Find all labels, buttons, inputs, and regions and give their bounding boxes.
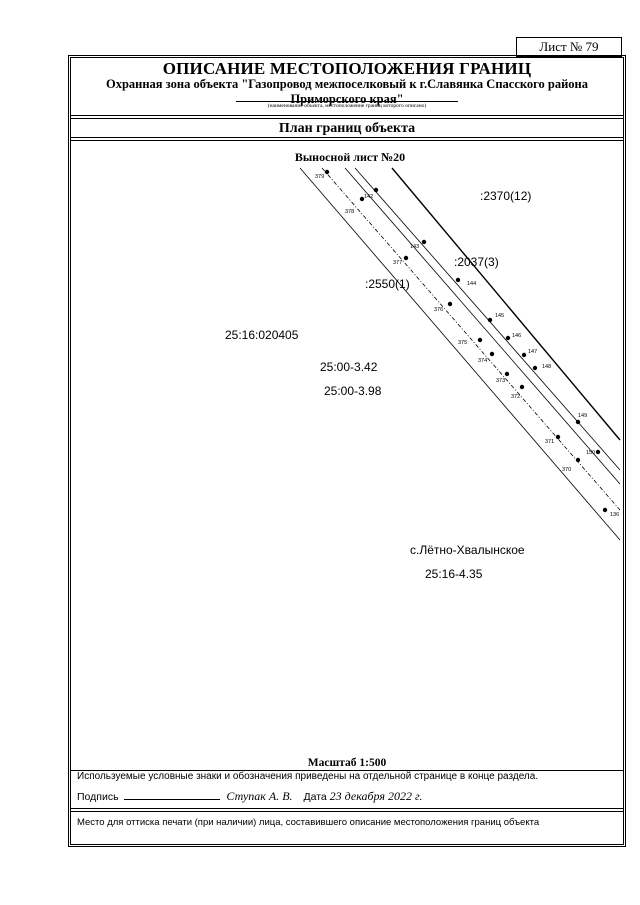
- pipeline-axis-line: [321, 167, 621, 511]
- object-subtitle: Охранная зона объекта "Газопровод межпос…: [76, 77, 618, 107]
- signer-name: Ступак А. В.: [226, 789, 293, 803]
- signature-date: 23 декабря 2022 г.: [329, 789, 423, 803]
- zone-label-398: 25:00-3.98: [324, 384, 382, 398]
- point-label: 142: [364, 194, 373, 200]
- point-376: [447, 301, 453, 307]
- plan-sheet-title: Выносной лист №20: [294, 150, 406, 164]
- point-label: 150: [586, 450, 595, 456]
- point-149: [575, 419, 581, 425]
- point-label: 147: [528, 349, 537, 355]
- boundary-line-inner: [344, 167, 621, 485]
- point-label: 377: [393, 260, 402, 266]
- quarter-label: 25:16:020405: [225, 328, 299, 342]
- header-divider: [70, 115, 624, 116]
- point-374: [489, 351, 495, 357]
- point-372: [519, 384, 525, 390]
- point-label: 143: [410, 244, 419, 250]
- point-136: [602, 507, 608, 513]
- subtitle-underline: [236, 101, 458, 102]
- signature-row: Подпись Ступак А. В. Дата 23 декабря 202…: [77, 789, 423, 804]
- point-142: [373, 187, 379, 193]
- point-143: [421, 239, 427, 245]
- point-label: 376: [434, 307, 443, 313]
- plan-section-title: План границ объекта: [278, 121, 416, 136]
- point-148: [532, 365, 538, 371]
- plan-title-divider: [70, 137, 624, 138]
- subtitle-caption: (наименование объекта, местоположение гр…: [267, 103, 427, 109]
- point-label: 149: [578, 413, 587, 419]
- boundary-points: [324, 169, 608, 513]
- document-title: ОПИСАНИЕ МЕСТОПОЛОЖЕНИЯ ГРАНИЦ: [162, 59, 532, 78]
- sheet-number: Лист № 79: [516, 37, 622, 57]
- point-146: [505, 335, 511, 341]
- parcel-label-2550: :2550(1): [365, 277, 410, 291]
- point-label: 144: [467, 281, 476, 287]
- point-label: 145: [495, 313, 504, 319]
- point-label: 374: [478, 358, 487, 364]
- point-label: 375: [458, 340, 467, 346]
- zone-label-342: 25:00-3.42: [320, 360, 378, 374]
- date-label: Дата: [303, 791, 327, 803]
- point-147: [521, 352, 527, 358]
- subtitle-line-1: Охранная зона объекта "Газопровод межпос…: [105, 77, 589, 91]
- point-379: [324, 169, 330, 175]
- point-373: [504, 371, 510, 377]
- zone-label-435: 25:16-4.35: [425, 567, 483, 581]
- point-label: 146: [512, 333, 521, 339]
- parcel-label-2370: :2370(12): [480, 189, 531, 203]
- point-145: [487, 317, 493, 323]
- subtitle-line-2: Приморского края": [290, 92, 404, 106]
- stamp-note: Место для оттиска печати (при наличии) л…: [77, 817, 540, 828]
- point-label: 370: [562, 467, 571, 473]
- scale-label: Масштаб 1:500: [307, 757, 387, 769]
- signature-blank: [124, 790, 221, 800]
- scale-divider: [70, 770, 624, 771]
- point-377: [403, 255, 409, 261]
- boundary-line-outer-right: [391, 167, 621, 441]
- signature-divider-2: [70, 811, 624, 812]
- point-label: 148: [542, 364, 551, 370]
- village-label: с.Лётно-Хвалынское: [410, 543, 525, 557]
- point-label: 373: [496, 378, 505, 384]
- point-150: [595, 449, 601, 455]
- point-370: [575, 457, 581, 463]
- boundary-line-parcel: [354, 167, 621, 471]
- point-375: [477, 337, 483, 343]
- header-divider-2: [70, 118, 624, 119]
- point-label: 372: [511, 394, 520, 400]
- page-frame-inner: [70, 57, 624, 845]
- signature-label: Подпись: [77, 791, 119, 803]
- point-label: 378: [345, 209, 354, 215]
- area-labels: :2370(12) :2037(3) :2550(1) 25:16:020405…: [225, 189, 531, 581]
- parcel-label-2037: :2037(3): [454, 255, 499, 269]
- plan-title-divider-2: [70, 140, 624, 141]
- point-label: 379: [315, 174, 324, 180]
- point-144: [455, 277, 461, 283]
- boundary-line-outer-left: [299, 167, 621, 541]
- point-378: [359, 196, 365, 202]
- page-frame-outer: [68, 55, 626, 847]
- point-labels: 379 142 378 143 377 144 376 145 146 375 …: [315, 174, 619, 518]
- point-label: 136: [610, 512, 619, 518]
- signature-divider: [70, 808, 624, 809]
- legend-note: Используемые условные знаки и обозначени…: [77, 771, 539, 782]
- point-label: 371: [545, 439, 554, 445]
- point-371: [555, 434, 561, 440]
